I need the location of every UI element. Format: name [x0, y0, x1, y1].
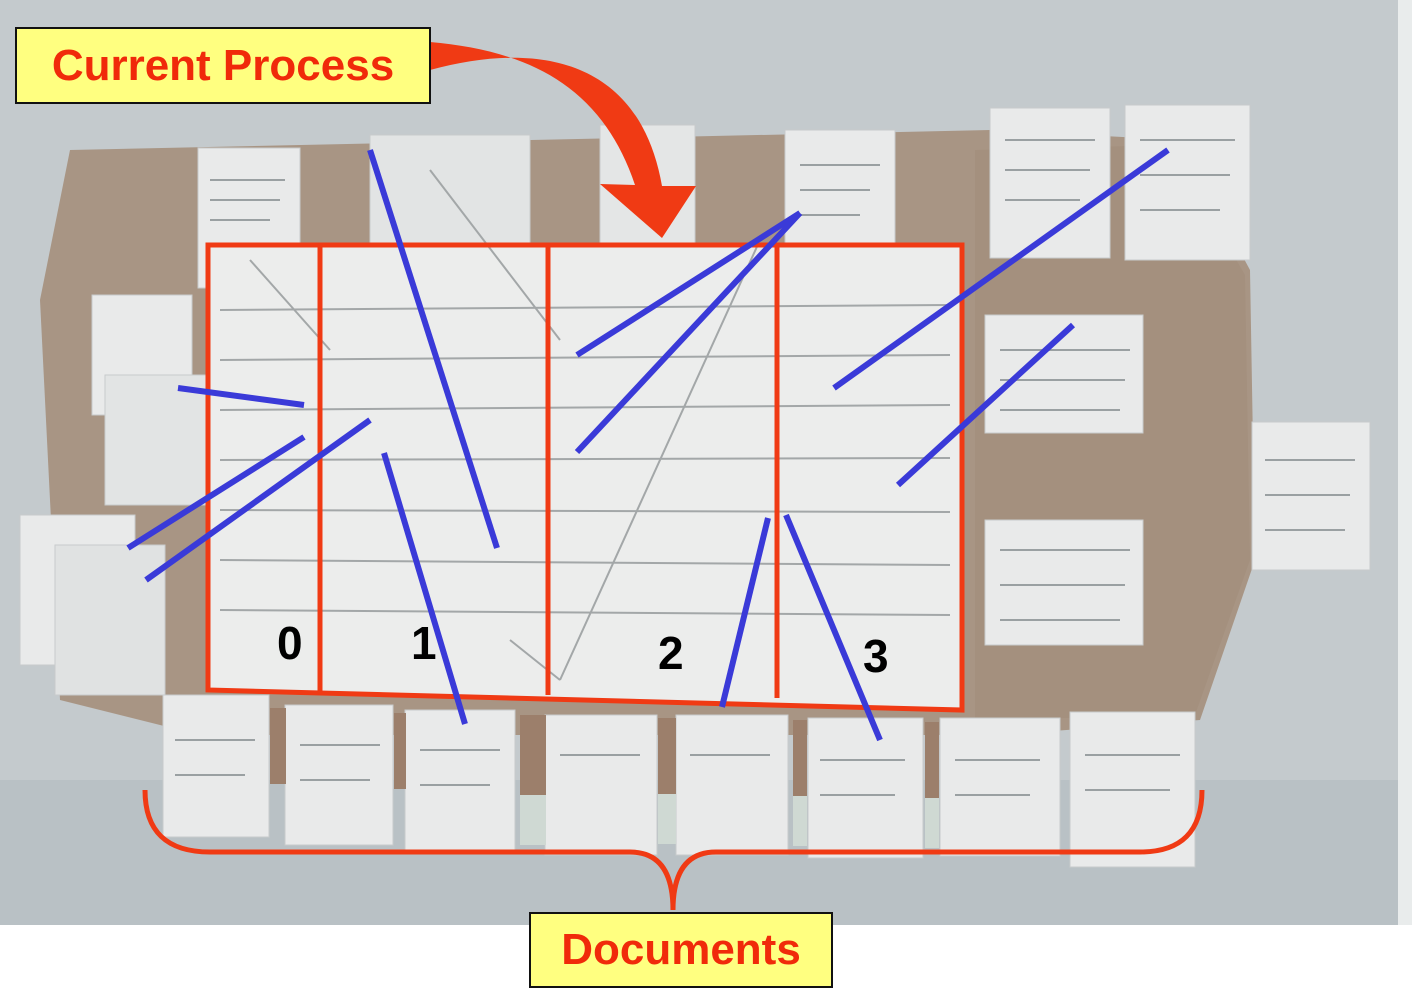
column-label-3: 3 [863, 630, 889, 682]
process-map-area [208, 245, 962, 710]
curved-arrow-icon [430, 42, 696, 238]
process-frame [205, 242, 965, 713]
paper-text-lines [175, 139, 1355, 796]
document-links [126, 147, 1170, 742]
column-label-1: 1 [411, 617, 437, 669]
column-label-2: 2 [658, 627, 684, 679]
documents-label: Documents [529, 912, 833, 988]
right-edge-strip [1398, 0, 1412, 925]
paper-tab-bottoms [520, 794, 939, 848]
paper-tabs [270, 708, 939, 798]
current-process-label: Current Process [15, 27, 431, 104]
documents-brace-icon [142, 789, 1205, 911]
column-label-0: 0 [277, 617, 303, 669]
